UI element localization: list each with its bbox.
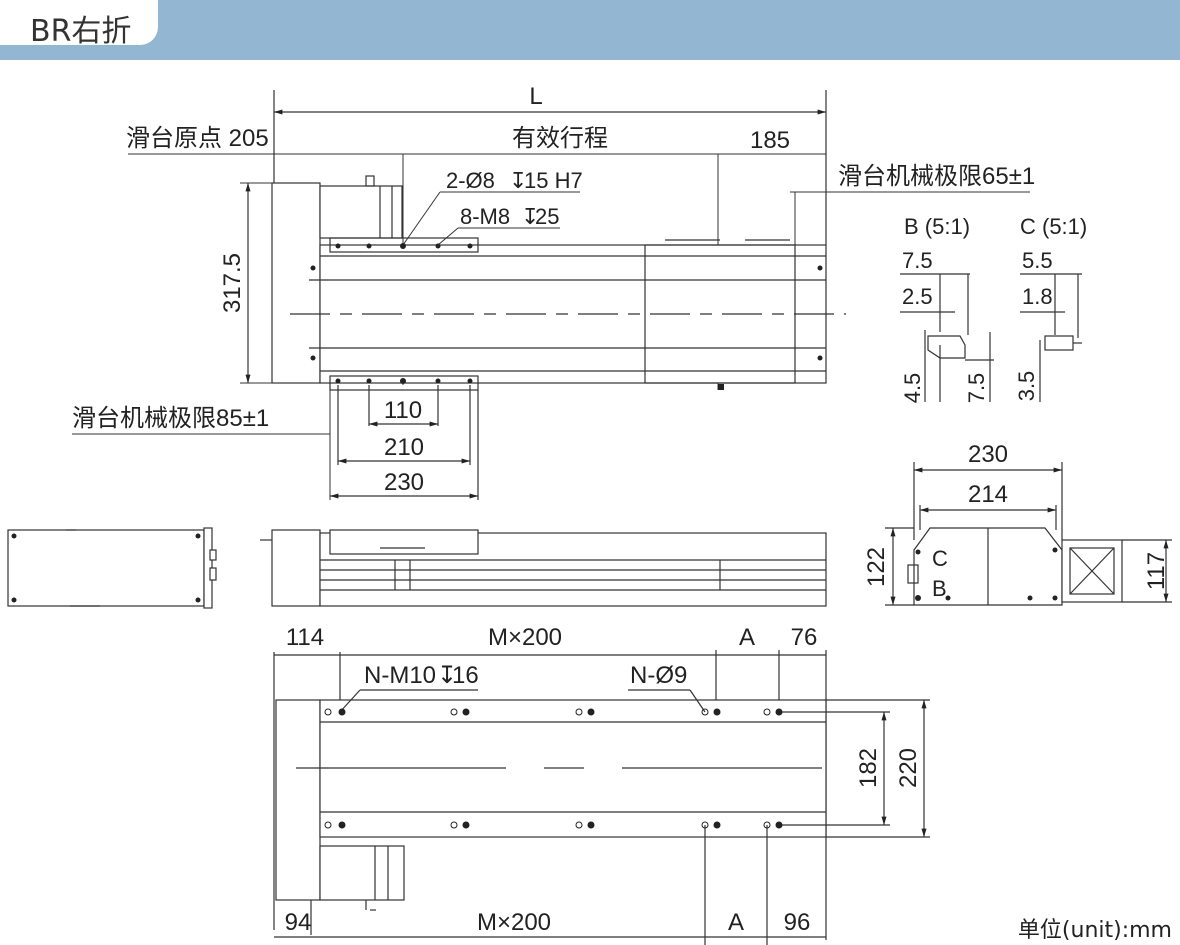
detail-c-title: C (5:1) bbox=[1020, 214, 1087, 239]
label-holes-8-m8-depth: 25 bbox=[535, 204, 559, 229]
label-limit-65: 滑台机械极限65±1 bbox=[838, 163, 1035, 190]
label-317-5: 317.5 bbox=[219, 253, 246, 313]
bottom-view-holes bbox=[324, 708, 783, 829]
bottom-94: 94 bbox=[285, 909, 312, 936]
detail-b-4-5: 4.5 bbox=[900, 373, 925, 404]
right-end-holes bbox=[915, 547, 1058, 601]
header-band bbox=[0, 0, 1180, 60]
depth-symbol-1: ↧ bbox=[509, 168, 527, 193]
end-122: 122 bbox=[863, 547, 890, 587]
label-210: 210 bbox=[384, 434, 424, 461]
detail-c-1-8: 1.8 bbox=[1022, 284, 1053, 309]
label-holes-8-m8: 8-M8 bbox=[460, 204, 510, 229]
top-view bbox=[72, 90, 1030, 500]
left-end-holes bbox=[11, 533, 201, 603]
bottom-96: 96 bbox=[784, 909, 811, 936]
bottom-a-bottom: A bbox=[728, 909, 744, 936]
detail-b-7-5: 7.5 bbox=[902, 248, 933, 273]
label-185: 185 bbox=[750, 127, 790, 154]
drawing-title: BR右折 bbox=[30, 14, 132, 49]
label-230-top: 230 bbox=[384, 469, 424, 496]
bottom-phi9: N-Ø9 bbox=[630, 662, 687, 689]
detail-b-2-5: 2.5 bbox=[902, 284, 933, 309]
detail-c bbox=[1020, 273, 1082, 402]
right-end-view bbox=[885, 462, 1172, 606]
bottom-m200-top: M×200 bbox=[488, 624, 562, 651]
end-117: 117 bbox=[1143, 552, 1170, 590]
bottom-m10: N-M10 bbox=[364, 662, 436, 689]
end-230: 230 bbox=[968, 441, 1008, 468]
bottom-220: 220 bbox=[895, 748, 922, 788]
label-effective-stroke: 有效行程 bbox=[512, 125, 608, 152]
detail-b bbox=[900, 273, 994, 402]
detail-b-7-5-vertical: 7.5 bbox=[964, 373, 989, 404]
detail-c-5-5: 5.5 bbox=[1022, 248, 1053, 273]
detail-b-title: B (5:1) bbox=[904, 214, 970, 239]
label-limit-85: 滑台机械极限85±1 bbox=[72, 405, 269, 432]
bottom-76: 76 bbox=[791, 624, 818, 651]
end-label-b: B bbox=[932, 576, 947, 601]
bottom-m200-bottom: M×200 bbox=[477, 909, 551, 936]
detail-c-3-5: 3.5 bbox=[1014, 371, 1039, 402]
bottom-a-top: A bbox=[739, 624, 755, 651]
end-214: 214 bbox=[968, 481, 1008, 508]
end-label-c: C bbox=[932, 546, 948, 571]
side-view bbox=[260, 529, 827, 607]
top-view-holes bbox=[310, 243, 823, 390]
label-slider-origin: 滑台原点 205 bbox=[126, 125, 269, 152]
label-L: L bbox=[529, 83, 542, 110]
bottom-view bbox=[273, 650, 930, 945]
header-tab bbox=[0, 0, 158, 45]
bottom-182: 182 bbox=[855, 748, 882, 788]
label-holes-2-phi8-depth: 15 H7 bbox=[524, 168, 583, 193]
bottom-m10-depth: 16 bbox=[452, 662, 479, 689]
depth-symbol-3: ↧ bbox=[437, 662, 457, 689]
unit-note: 单位(unit):mm bbox=[1017, 918, 1172, 943]
label-110: 110 bbox=[384, 397, 422, 424]
bottom-114: 114 bbox=[286, 624, 324, 651]
left-end-view bbox=[7, 527, 217, 609]
depth-symbol-2: ↧ bbox=[521, 204, 539, 229]
label-holes-2-phi8: 2-Ø8 bbox=[446, 168, 495, 193]
